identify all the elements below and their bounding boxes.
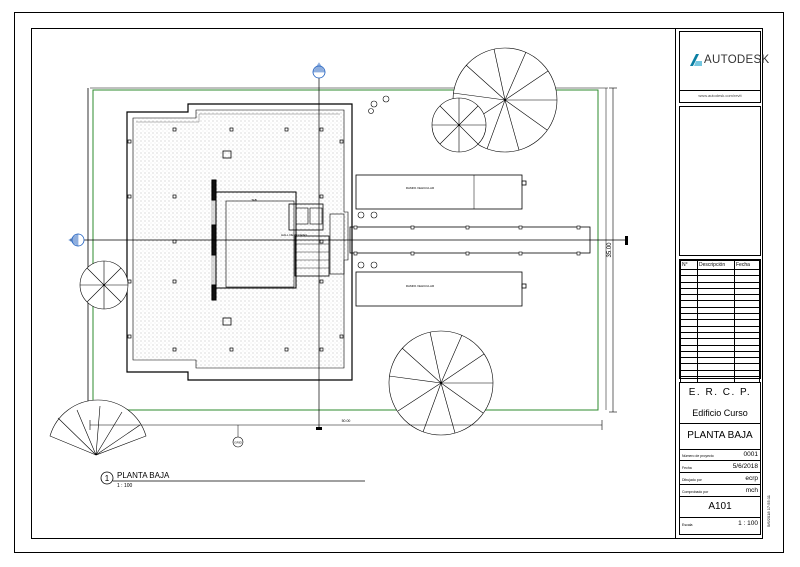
field-value-drawn-by: ecrp — [745, 475, 758, 482]
sheet-name: PLANTA BAJA — [687, 430, 753, 441]
view-number: 1 — [105, 474, 110, 483]
dimension-vertical: 35.00 — [607, 242, 613, 258]
brand-url: www.autodesk.com/revit — [680, 90, 760, 98]
field-label-drawn-by: Dibujado por — [682, 478, 702, 482]
field-value-project-number: 0001 — [743, 451, 758, 458]
revision-header-date: Fecha — [734, 260, 760, 270]
view-title: PLANTA BAJA — [117, 471, 170, 480]
autodesk-logo-icon — [690, 54, 702, 66]
sheet-number: A101 — [708, 501, 732, 512]
floor-slab — [132, 109, 349, 369]
view-scale: 1 : 100 — [117, 483, 133, 489]
section-marker-left — [68, 233, 85, 247]
field-label-checked-by: Comprobado por — [682, 490, 709, 494]
field-value-checked-by: mch — [745, 487, 758, 494]
dimension-horizontal: 50.00 — [342, 419, 351, 423]
tree-bottom-left — [49, 399, 147, 456]
title-block: AUTODESK www.autodesk.com/revit N° Descr… — [675, 28, 769, 539]
building-outline — [126, 103, 353, 381]
svg-text:GRID: GRID — [234, 441, 242, 445]
floor-plan-drawing: HALL DE ACCESO TAB RAMPA VEHICULAR RAMPA… — [49, 47, 628, 489]
ramps — [349, 174, 591, 307]
project-info: E. R. C. P. Edificio Curso PLANTA BAJA N… — [679, 382, 761, 535]
tree-top-right-small — [431, 97, 487, 153]
scale-value: 1 : 100 — [738, 520, 758, 527]
section-marker-top — [312, 62, 326, 79]
brand-name: AUTODESK — [704, 54, 770, 66]
company-name: E. R. C. P. — [688, 387, 752, 398]
bollards — [353, 225, 581, 256]
tree-left — [79, 260, 129, 310]
revision-header-number: N° — [680, 260, 698, 270]
notes-panel — [679, 106, 761, 256]
view-number-bubble — [100, 471, 114, 485]
tag-label: TAB — [251, 198, 257, 202]
scale-label: Escala — [682, 523, 693, 527]
field-value-date: 5/6/2018 — [732, 463, 758, 470]
drawing-frame — [31, 28, 763, 539]
project-name: Edificio Curso — [692, 408, 748, 418]
plot-timestamp: 5/6/2018 17:55:11 — [766, 495, 771, 527]
columns — [127, 127, 344, 352]
ramp-label-top: RAMPA VEHICULAR — [406, 186, 435, 190]
revision-header-description: Descripción — [697, 260, 735, 270]
logo-panel: AUTODESK www.autodesk.com/revit — [679, 31, 769, 103]
sheet-border — [14, 12, 784, 553]
field-label-project-number: Número de proyecto — [682, 454, 714, 458]
hall-label: HALL DE ACCESO — [281, 233, 307, 237]
tree-bottom — [388, 330, 494, 436]
shrubs — [357, 95, 390, 269]
field-label-date: Fecha — [682, 466, 692, 470]
revision-table: N° Descripción Fecha — [679, 259, 761, 384]
grid-bubble — [232, 436, 244, 448]
ramp-label-bottom: RAMPA VEHICULAR — [406, 284, 435, 288]
